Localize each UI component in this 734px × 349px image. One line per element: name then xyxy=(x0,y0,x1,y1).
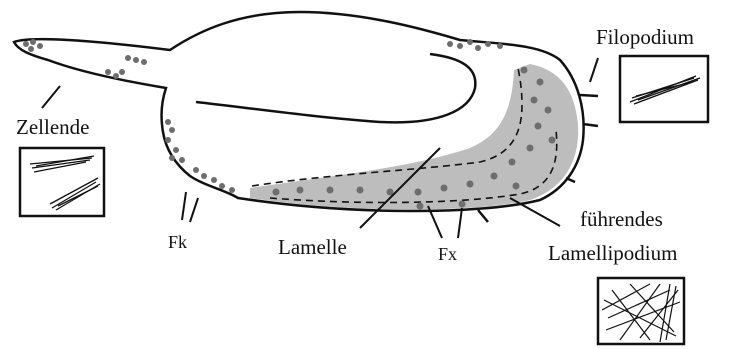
label-lamellipodium: Lamellipodium xyxy=(548,241,677,265)
label-zellende: Zellende xyxy=(16,115,89,139)
label-filopodium: Filopodium xyxy=(596,25,694,49)
nucleus xyxy=(196,54,475,122)
inset-filopodium xyxy=(620,56,708,122)
label-fuehrendes: führendes xyxy=(580,207,663,231)
label-fk: Fk xyxy=(168,232,187,252)
inset-zellende xyxy=(20,148,104,216)
label-lamelle: Lamelle xyxy=(278,235,347,259)
inset-lamellipodium xyxy=(598,278,684,344)
label-fx: Fx xyxy=(438,244,457,264)
